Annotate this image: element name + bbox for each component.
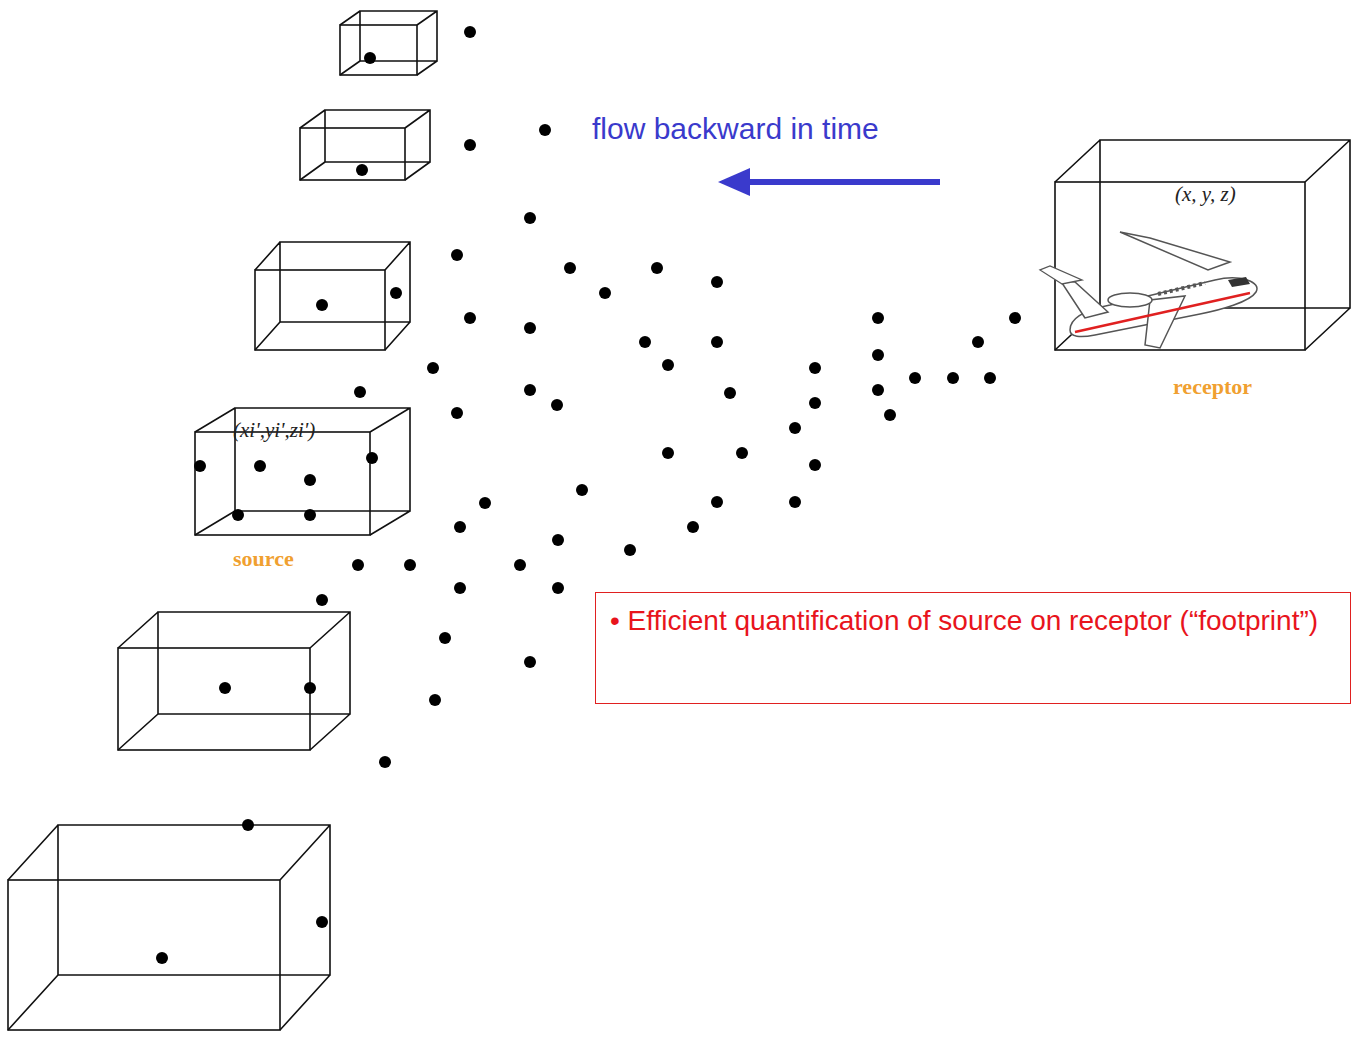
particle-dots bbox=[156, 26, 1021, 964]
receptor-box: (x, y, z)receptor bbox=[1055, 182, 1305, 350]
airplane-icon bbox=[1040, 232, 1257, 348]
flow-direction-label: flow backward in time bbox=[592, 112, 879, 146]
source-coordinates: (xi',yi',zi') bbox=[233, 418, 315, 443]
grid-boxes bbox=[8, 11, 1350, 1030]
receptor-label: receptor bbox=[1173, 374, 1252, 400]
receptor-coordinates: (x, y, z) bbox=[1175, 182, 1236, 207]
source-box: (xi',yi',zi')source bbox=[195, 432, 370, 535]
note-text: • Efficient quantification of source on … bbox=[610, 603, 1336, 639]
source-label: source bbox=[233, 546, 294, 572]
note-box: • Efficient quantification of source on … bbox=[595, 592, 1351, 704]
time-arrow bbox=[718, 168, 940, 196]
